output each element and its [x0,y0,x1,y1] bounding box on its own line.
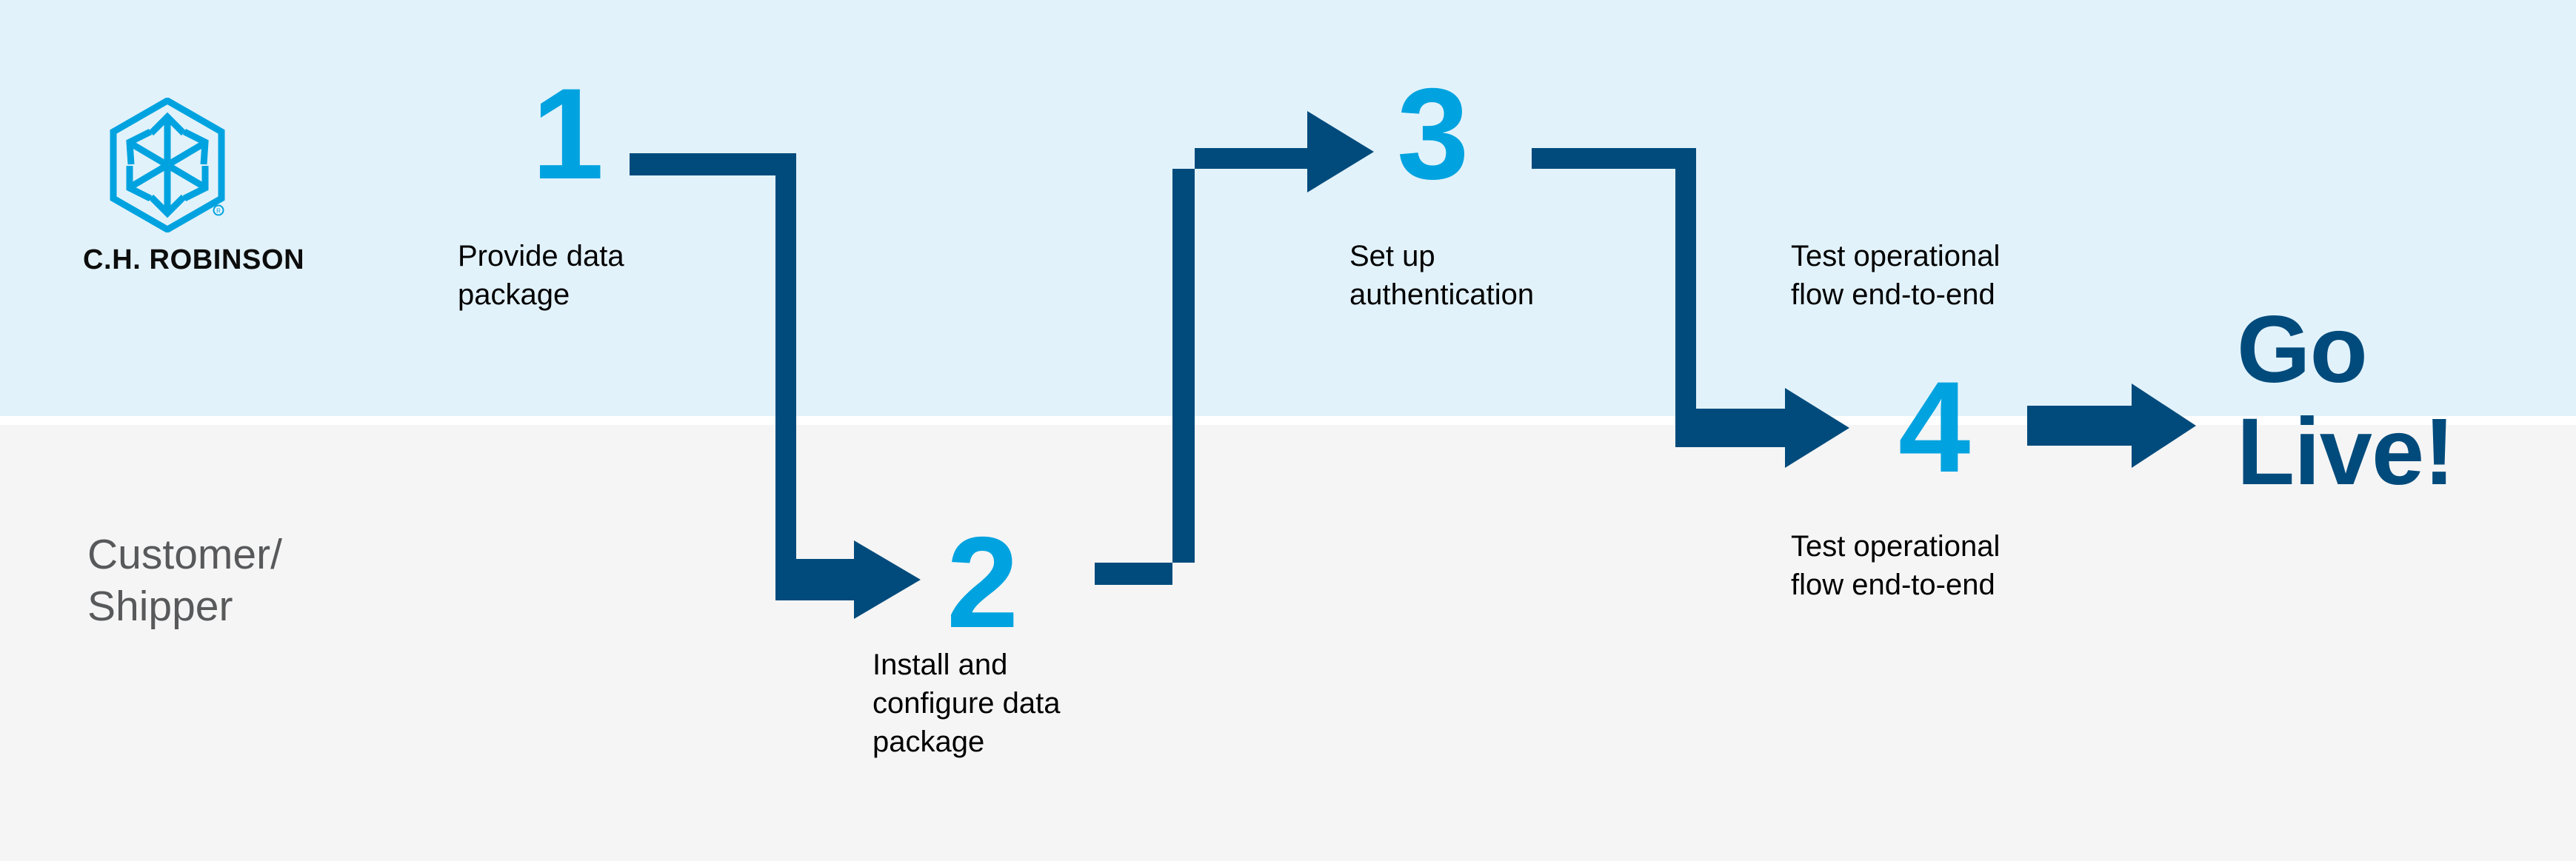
brand-logo: R C.H. ROBINSON [83,98,305,276]
go-live-line-1: Go [2237,297,2368,403]
step-4-caption-line-2: flow end-to-end [1791,569,1995,601]
step-3-number: 3 [1397,62,1469,207]
brand-wordmark: C.H. ROBINSON [83,244,305,275]
step-2-caption-line-3: package [872,726,985,758]
go-live-label: Go Live! [2237,297,2555,506]
lane-label-line-2: Shipper [87,582,233,630]
test-flow-upper-line-1: Test operational [1791,240,2001,272]
go-live-line-2: Live! [2237,399,2455,506]
step-2-number: 2 [947,511,1018,655]
step-3-caption: Set up authentication [1349,237,1616,314]
lane-band-chrobinson [0,0,2576,416]
lane-divider [0,416,2576,425]
lane-band-customer [0,425,2576,861]
lane-label-customer-shipper: Customer/ Shipper [87,529,398,632]
step-4-number: 4 [1898,355,1970,500]
step-1-caption-line-1: Provide data [458,240,624,272]
step-2-caption: Install and configure data package [872,646,1154,761]
step-1-number: 1 [532,62,604,207]
step-4-caption-line-1: Test operational [1791,530,2001,563]
svg-text:R: R [216,208,221,215]
hexagon-arrows-logo-icon: R [110,98,225,232]
step-1-caption: Provide data package [458,237,717,314]
step-3-caption-line-2: authentication [1349,278,1535,311]
step-2-caption-line-2: configure data [872,687,1061,720]
test-flow-upper-caption: Test operational flow end-to-end [1791,237,2080,314]
step-3-caption-line-1: Set up [1349,240,1435,272]
step-4-caption: Test operational flow end-to-end [1791,527,2080,604]
test-flow-upper-line-2: flow end-to-end [1791,278,1995,311]
step-2-caption-line-1: Install and [872,649,1008,681]
lane-label-line-1: Customer/ [87,531,282,578]
step-1-caption-line-2: package [458,278,570,311]
